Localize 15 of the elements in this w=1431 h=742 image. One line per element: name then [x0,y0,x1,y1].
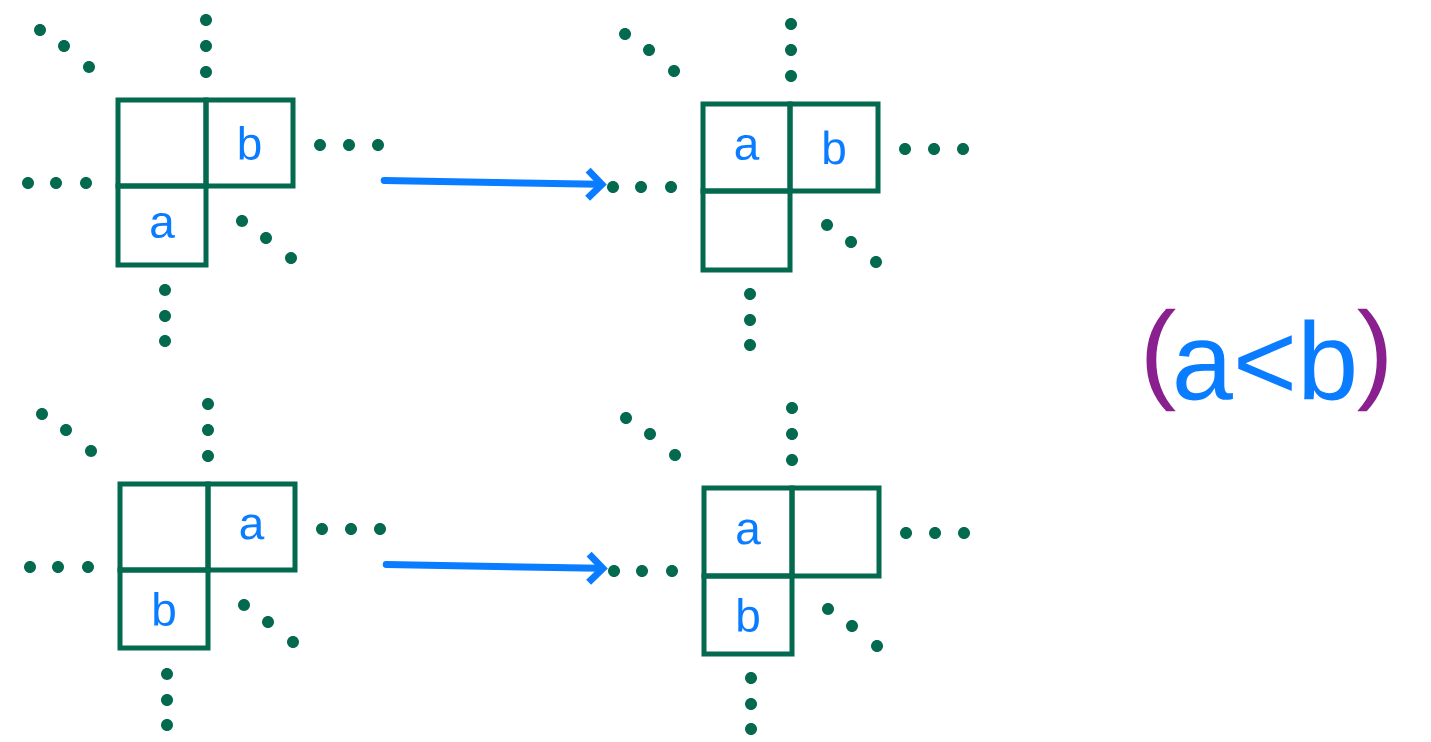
letter-cell: b [787,101,881,194]
arrow [382,551,608,585]
arrow [380,167,607,201]
letter-cell: a [700,101,793,194]
letter-cell: a [115,183,209,268]
letter-cell: b [117,567,211,651]
parenthesis: ) [1357,308,1387,412]
parenthesis: ( [1146,308,1176,412]
letter-cell: b [701,573,795,657]
empty-cell [700,188,793,273]
letter-cell: a [205,481,298,573]
empty-cell [789,485,882,579]
inequality-text: a<b [1176,319,1354,401]
letter-cell: b [203,97,296,189]
letter-cell: a [701,485,795,579]
